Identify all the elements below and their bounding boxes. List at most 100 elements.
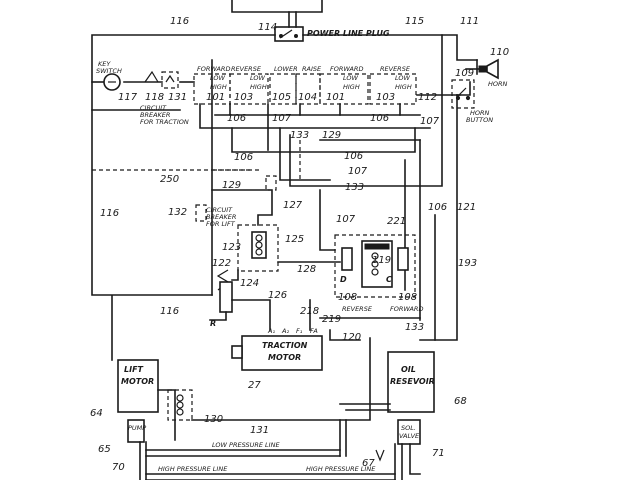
high-label-4: HIGH xyxy=(395,83,412,91)
high-pressure-line-label-2: HIGH PRESSURE LINE xyxy=(306,465,376,473)
low-label-4: LOW xyxy=(395,74,411,82)
ref-109: 109 xyxy=(455,68,474,79)
raise-label: RAISE xyxy=(302,65,322,73)
ref-117: 117 xyxy=(118,92,138,103)
reverse-field-label: REVERSE xyxy=(342,305,373,313)
horn-button: 109 112 HORN BUTTON xyxy=(418,68,493,124)
middle-wiring xyxy=(211,34,443,321)
ref-106a: 106 xyxy=(227,113,246,124)
hydraulic-lines: LOW PRESSURE LINE HIGH PRESSURE LINE HIG… xyxy=(139,403,421,480)
ref-121: 121 xyxy=(457,202,476,213)
cb-traction-label-3: FOR TRACTION xyxy=(140,118,189,126)
high-label-1: HIGH xyxy=(210,83,227,91)
lower-label: LOWER xyxy=(274,65,298,73)
ref-64: 64 xyxy=(90,408,103,419)
ref-108b: 108 xyxy=(398,292,417,303)
right-wiring: 121 193 106 107 221 133 xyxy=(336,94,477,341)
sol-valve-label-2: VALVE xyxy=(399,432,420,440)
lift-contactor: 123 125 122 128 xyxy=(212,224,341,281)
ref-118: 118 xyxy=(145,92,164,103)
ref-106e: 106 xyxy=(428,202,447,213)
ref-103a: 103 xyxy=(234,92,253,103)
field-d-label: D xyxy=(340,275,347,284)
sol-valve-label-1: SOL. xyxy=(401,424,416,432)
low-pressure-line-label: LOW PRESSURE LINE xyxy=(212,441,280,449)
horn-button-label-1: HORN xyxy=(470,109,490,117)
forward-field-label: FORWARD xyxy=(390,305,423,313)
low-label-1: LOW xyxy=(210,74,226,82)
horn: 110 HORN xyxy=(465,47,509,88)
high-pressure-line-label-1: HIGH PRESSURE LINE xyxy=(158,465,228,473)
control-switches: FORWARD REVERSE LOWER RAISE FORWARD REVE… xyxy=(193,65,431,151)
cb-lift-label-2: BREAKER xyxy=(206,213,236,221)
main-wiring xyxy=(91,34,478,296)
ref-133c: 133 xyxy=(405,322,424,333)
lift-motor-label-1: LIFT xyxy=(124,365,144,374)
traction-motor: TRACTION MOTOR A₁ A₂ F₁ FA 27 xyxy=(231,327,323,391)
a2-label: A₂ xyxy=(281,327,289,335)
a1-label: A₁ xyxy=(267,327,275,335)
power-line-plug-label: POWER LINE PLUG xyxy=(307,29,390,38)
lift-motor: LIFT MOTOR 64 xyxy=(90,295,176,441)
ref-106d: 106 xyxy=(344,151,363,162)
fa-label: FA xyxy=(310,327,318,335)
traction-motor-label-1: TRACTION xyxy=(262,341,308,350)
ref-124: 124 xyxy=(240,278,259,289)
lift-motor-label-2: MOTOR xyxy=(121,377,154,386)
high-label-3: HIGH xyxy=(343,83,360,91)
pump-label: PUMP xyxy=(128,424,146,432)
ref-101b: 101 xyxy=(326,92,345,103)
ref-129b: 129 xyxy=(222,180,241,191)
ref-221: 221 xyxy=(387,216,406,227)
cb-lift-label-3: FOR LIFT xyxy=(206,220,236,228)
f1-label: F₁ xyxy=(296,327,303,335)
ref-120: 120 xyxy=(342,332,361,343)
ref-133b: 133 xyxy=(345,182,364,193)
oil-label-2: RESEVOIR xyxy=(390,377,435,386)
ref-107b: 107 xyxy=(420,116,440,127)
ref-131b: 131 xyxy=(250,425,269,436)
ref-219: 219 xyxy=(322,314,341,325)
ref-116c: 116 xyxy=(160,306,179,317)
ref-65: 65 xyxy=(98,444,111,455)
circuit-breaker-traction: 118 131 CIRCUIT BREAKER FOR TRACTION xyxy=(140,70,189,126)
circuit-breaker-lift: 132 CIRCUIT BREAKER FOR LIFT xyxy=(168,204,236,228)
ref-111: 111 xyxy=(460,16,479,27)
field-c-label: C xyxy=(386,275,392,284)
oil-label-1: OIL xyxy=(401,365,416,374)
key-label-1: KEY xyxy=(98,60,111,68)
solenoid-valve: SOL. VALVE 71 67 xyxy=(362,419,445,469)
ref-193: 193 xyxy=(458,258,477,269)
ref-112: 112 xyxy=(418,92,437,103)
ref-107c: 107 xyxy=(348,166,368,177)
ref-126: 126 xyxy=(268,290,287,301)
motor-r-label: R xyxy=(210,319,216,328)
horn-label: HORN xyxy=(488,80,508,88)
ref-27: 27 xyxy=(248,380,261,391)
power-line-plug: POWER LINE PLUG xyxy=(274,11,390,42)
low-label-2: LOW xyxy=(250,74,266,82)
ref-133a: 133 xyxy=(290,130,309,141)
ref-123: 123 xyxy=(222,242,241,253)
key-switch: KEY SWITCH 117 xyxy=(96,60,138,103)
ref-122: 122 xyxy=(212,258,231,269)
ref-116a: 116 xyxy=(170,16,189,27)
ref-132: 132 xyxy=(168,207,187,218)
reverse-1-label: REVERSE xyxy=(231,65,262,73)
traction-motor-label-2: MOTOR xyxy=(268,353,301,362)
traction-contactors: D C 119 108 108 REVERSE FORWARD 218 219 … xyxy=(300,189,423,343)
ref-110: 110 xyxy=(490,47,509,58)
ref-115: 115 xyxy=(405,16,424,27)
ref-129a: 129 xyxy=(322,130,341,141)
resistor-124: 124 126 116 R xyxy=(160,269,287,331)
ref-104: 104 xyxy=(298,92,317,103)
ref-127: 127 xyxy=(283,200,303,211)
ref-128: 128 xyxy=(297,264,316,275)
ref-108a: 108 xyxy=(338,292,357,303)
forward-1-label: FORWARD xyxy=(197,65,230,73)
ref-218: 218 xyxy=(300,306,319,317)
ref-107a: 107 xyxy=(272,113,292,124)
ref-71: 71 xyxy=(432,448,445,459)
oil-reservoir: OIL RESEVOIR 68 xyxy=(387,351,467,413)
